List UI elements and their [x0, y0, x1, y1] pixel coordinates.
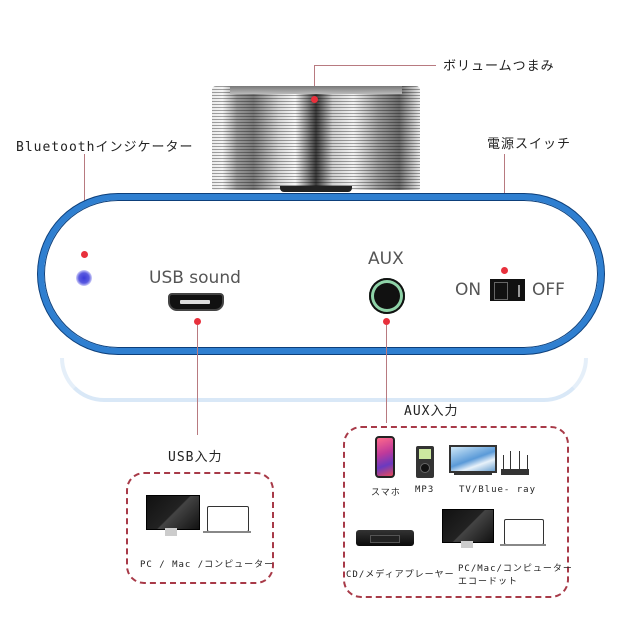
laptop-icon [207, 506, 249, 532]
laptop-base [500, 544, 546, 546]
volume-knob-base [280, 186, 352, 192]
volume-knob-label: ボリュームつまみ [443, 59, 555, 74]
router-antenna [503, 455, 504, 469]
cd-player-icon [356, 530, 414, 546]
power-switch-label: 電源スイッチ [487, 137, 572, 152]
usb-sound-label: USB sound [149, 268, 241, 288]
volume-knob-top [230, 86, 402, 94]
usb-devices-box [126, 472, 274, 584]
laptop-icon [504, 519, 544, 545]
volume-knob-dot [311, 96, 318, 103]
usb-leader [197, 325, 198, 435]
mp3-wheel [420, 463, 430, 473]
monitor-stand [165, 528, 177, 536]
switch-rocker [494, 282, 508, 300]
volume-knob[interactable] [212, 86, 420, 190]
aux-item-label-6: エコードット [458, 577, 519, 587]
usb-input-label: USB入力 [168, 450, 223, 465]
router-antenna [527, 455, 528, 469]
tv-stand [454, 473, 492, 475]
router-antenna [510, 451, 511, 469]
volume-knob-leader-v [314, 65, 315, 99]
power-switch-toggle[interactable] [490, 279, 525, 301]
laptop-base [203, 531, 251, 533]
monitor-stand [461, 541, 473, 548]
aux-item-label-0: スマホ [371, 488, 401, 498]
monitor-icon [146, 495, 200, 530]
aux-item-label-4: CD/メディアプレーヤー [346, 570, 455, 580]
router-antenna [519, 451, 520, 469]
device-reflection [60, 358, 588, 402]
smartphone-icon [375, 436, 395, 478]
bluetooth-led-icon [76, 270, 92, 286]
volume-knob-leader-h [314, 65, 436, 66]
power-switch-dot [501, 267, 508, 274]
usb-port-icon[interactable] [168, 293, 224, 311]
aux-dot [383, 318, 390, 325]
aux-item-label-1: MP3 [415, 485, 435, 495]
switch-on-label: ON [455, 280, 482, 300]
switch-indicator [518, 285, 520, 297]
tv-icon [449, 445, 497, 473]
aux-item-label-5: PC/Mac/コンピューター [458, 564, 573, 574]
monitor-icon [442, 509, 494, 543]
bluetooth-indicator-label: Bluetoothインジケーター [16, 140, 194, 155]
switch-off-label: OFF [532, 280, 565, 300]
mp3-screen [419, 449, 431, 459]
aux-label: AUX [368, 249, 404, 269]
aux-input-label: AUX入力 [404, 404, 459, 419]
usb-devices-caption: PC / Mac /コンピューター [140, 560, 275, 570]
aux-devices-box [343, 426, 569, 598]
aux-item-label-2: TV/Blue- ray [459, 485, 537, 495]
usb-dot [194, 318, 201, 325]
bluetooth-dot [81, 251, 88, 258]
cd-player-panel [370, 535, 400, 543]
usb-port-contacts [180, 300, 210, 304]
router-icon [501, 451, 529, 475]
aux-jack-icon[interactable] [369, 278, 405, 314]
mp3-player-icon [416, 446, 434, 478]
aux-leader [386, 325, 387, 423]
device-front-panel [38, 194, 604, 354]
